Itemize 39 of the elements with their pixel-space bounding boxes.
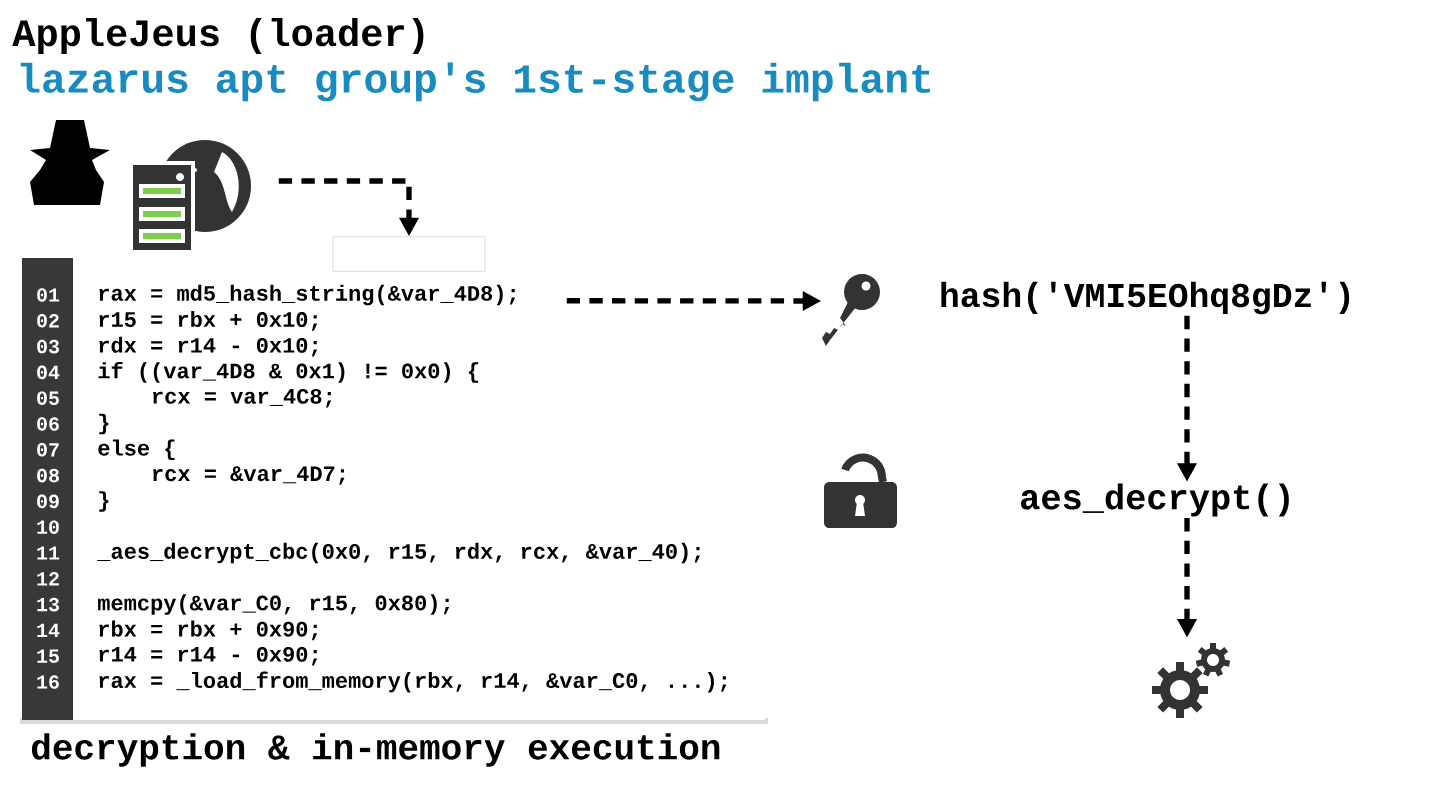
decrypt-call-text: aes_decrypt() [1021, 483, 1289, 517]
line-number: 09 [37, 494, 59, 509]
line-number: 03 [37, 339, 59, 354]
code-line: if ((var_4D8 & 0x1) != 0x0) { [98, 362, 479, 383]
code-line: rcx = var_4C8; [153, 388, 332, 408]
code-line: _aes_decrypt_cbc(0x0, r15, rdx, rcx, &var_40); [97, 542, 700, 564]
line-number: 16 [37, 675, 59, 689]
gears-icon [1152, 643, 1231, 718]
line-number: 07 [37, 443, 59, 457]
code-line: rcx = &var_4D7; [153, 466, 345, 485]
code-line: rdx = r14 - 0x10; [99, 336, 318, 357]
key-icon [822, 274, 880, 346]
title: AppleJeus (loader) [12, 18, 424, 55]
line-number: 06 [37, 417, 59, 431]
code-line: } [99, 491, 109, 512]
line-number: 08 [37, 468, 59, 483]
line-number: 01 [37, 288, 60, 302]
code-line: else { [98, 439, 175, 461]
line-number: 15 [37, 649, 59, 663]
subtitle: lazarus apt group's 1st-stage implant [20, 62, 930, 102]
line-number: 10 [37, 520, 59, 534]
blank-box [332, 236, 486, 272]
line-number: 11 [37, 546, 60, 560]
line-number: 02 [37, 314, 59, 328]
code-panel [20, 258, 768, 724]
code-line: memcpy(&var_C0, r15, 0x80); [98, 594, 450, 615]
code-line: r14 = r14 - 0x90; [99, 646, 318, 666]
code-line: rbx = rbx + 0x90; [99, 620, 318, 641]
code-line: rax = _load_from_memory(rbx, r14, &var_C0, ...); [99, 671, 727, 693]
code-line: rax = md5_hash_string(&var_4D8); [99, 284, 516, 306]
line-number: 12 [37, 572, 59, 586]
line-number: 05 [37, 391, 59, 405]
line-number: 04 [37, 365, 60, 380]
hash-call-text: hash('VMI5EOhq8gDz') [941, 281, 1350, 315]
code-line: r15 = rbx + 0x10; [99, 310, 318, 331]
caption: decryption & in-memory execution [32, 733, 720, 767]
code-line: } [99, 413, 109, 435]
line-number: 13 [37, 597, 59, 612]
line-number: 14 [37, 623, 60, 637]
